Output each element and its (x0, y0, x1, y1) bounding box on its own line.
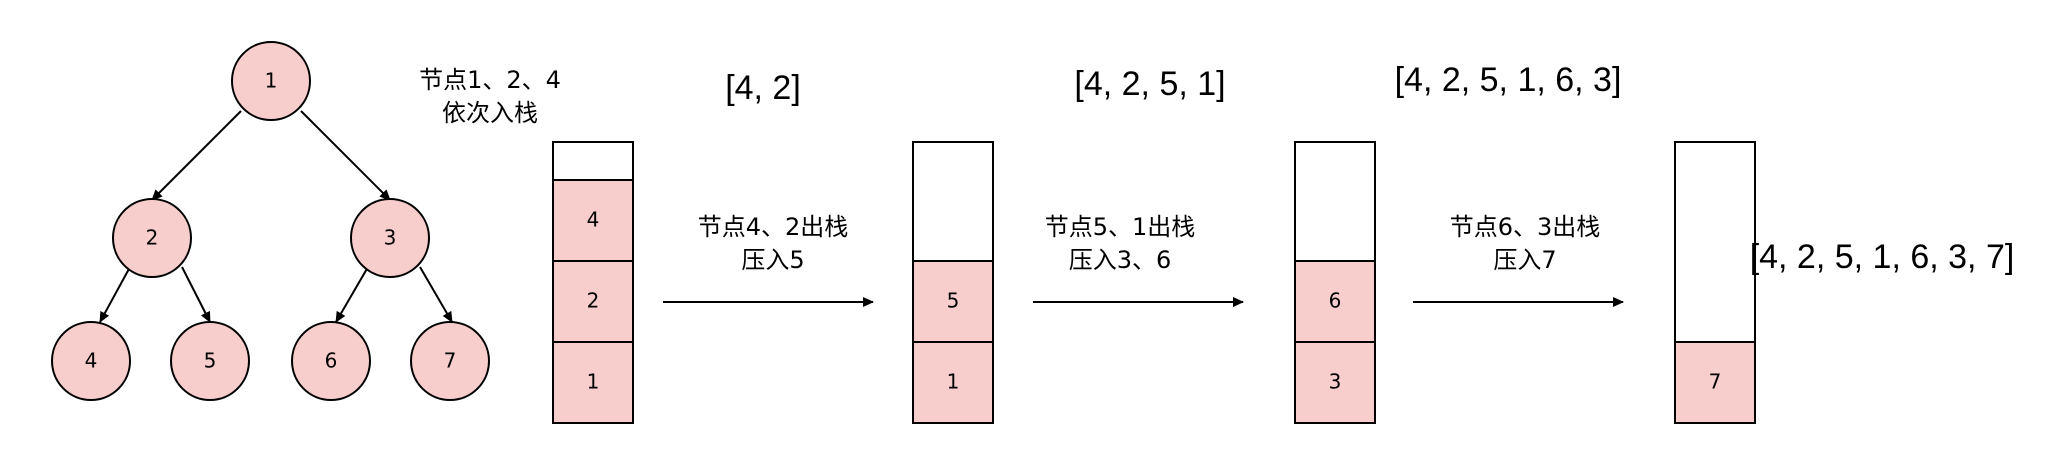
arrow-3-caption-line-1: 节点6、3出栈 (1450, 213, 1601, 241)
stack-3-cell-bottom: 3 (1294, 341, 1376, 424)
stack-1-cell-top: 4 (552, 179, 634, 262)
stack-3: 6 3 (1294, 141, 1376, 424)
edge-1-3 (300, 110, 391, 201)
stack-1: 节点1、2、4 依次入栈 4 2 1 (419, 66, 634, 424)
svg-text:3: 3 (384, 226, 397, 250)
tree-node-7: 7 (410, 321, 490, 401)
edge-3-7 (419, 266, 453, 323)
edge-3-6 (335, 266, 369, 323)
stack-1-caption-line-2: 依次入栈 (442, 99, 538, 127)
svg-text:7: 7 (444, 349, 457, 373)
tree-node-4: 4 (51, 321, 131, 401)
svg-text:2: 2 (146, 226, 159, 250)
svg-text:7: 7 (1709, 370, 1722, 394)
svg-text:1: 1 (587, 370, 600, 394)
tree-node-1: 1 (231, 41, 311, 121)
result-3: [4, 2, 5, 1, 6, 3] (1395, 61, 1622, 99)
stack-4: 7 (1674, 141, 1756, 424)
svg-text:1: 1 (265, 69, 278, 93)
svg-text:4: 4 (85, 349, 98, 373)
stack-2: 5 1 (912, 141, 994, 424)
edge-2-5 (181, 266, 211, 323)
svg-text:5: 5 (204, 349, 217, 373)
tree-node-2: 2 (112, 198, 192, 278)
result-1: [4, 2] (725, 69, 801, 107)
arrow-1-caption-line-2: 压入5 (741, 246, 804, 274)
edge-2-4 (99, 266, 131, 323)
stack-2-cell-top: 5 (912, 260, 994, 343)
svg-text:6: 6 (325, 349, 338, 373)
tree-node-6: 6 (291, 321, 371, 401)
svg-text:2: 2 (587, 289, 600, 313)
edge-1-2 (151, 110, 242, 201)
stack-1-cell-bottom: 1 (552, 341, 634, 424)
stack-2-cell-bottom: 1 (912, 341, 994, 424)
arrow-2-caption-line-1: 节点5、1出栈 (1045, 213, 1196, 241)
svg-text:6: 6 (1329, 289, 1342, 313)
svg-text:1: 1 (947, 370, 960, 394)
svg-text:3: 3 (1329, 370, 1342, 394)
stack-4-cell-bottom: 7 (1674, 341, 1756, 424)
arrow-3-caption-line-2: 压入7 (1493, 246, 1556, 274)
result-2: [4, 2, 5, 1] (1074, 65, 1225, 103)
stack-3-cell-top: 6 (1294, 260, 1376, 343)
arrow-2-caption-line-2: 压入3、6 (1069, 246, 1172, 274)
svg-text:5: 5 (947, 289, 960, 313)
arrow-1-caption-line-1: 节点4、2出栈 (698, 213, 849, 241)
tree-node-5: 5 (170, 321, 250, 401)
svg-text:4: 4 (587, 208, 600, 232)
stack-1-caption-line-1: 节点1、2、4 (419, 66, 561, 94)
stack-1-cell-middle: 2 (552, 260, 634, 343)
result-4: [4, 2, 5, 1, 6, 3, 7] (1750, 238, 2015, 276)
tree-node-3: 3 (350, 198, 430, 278)
